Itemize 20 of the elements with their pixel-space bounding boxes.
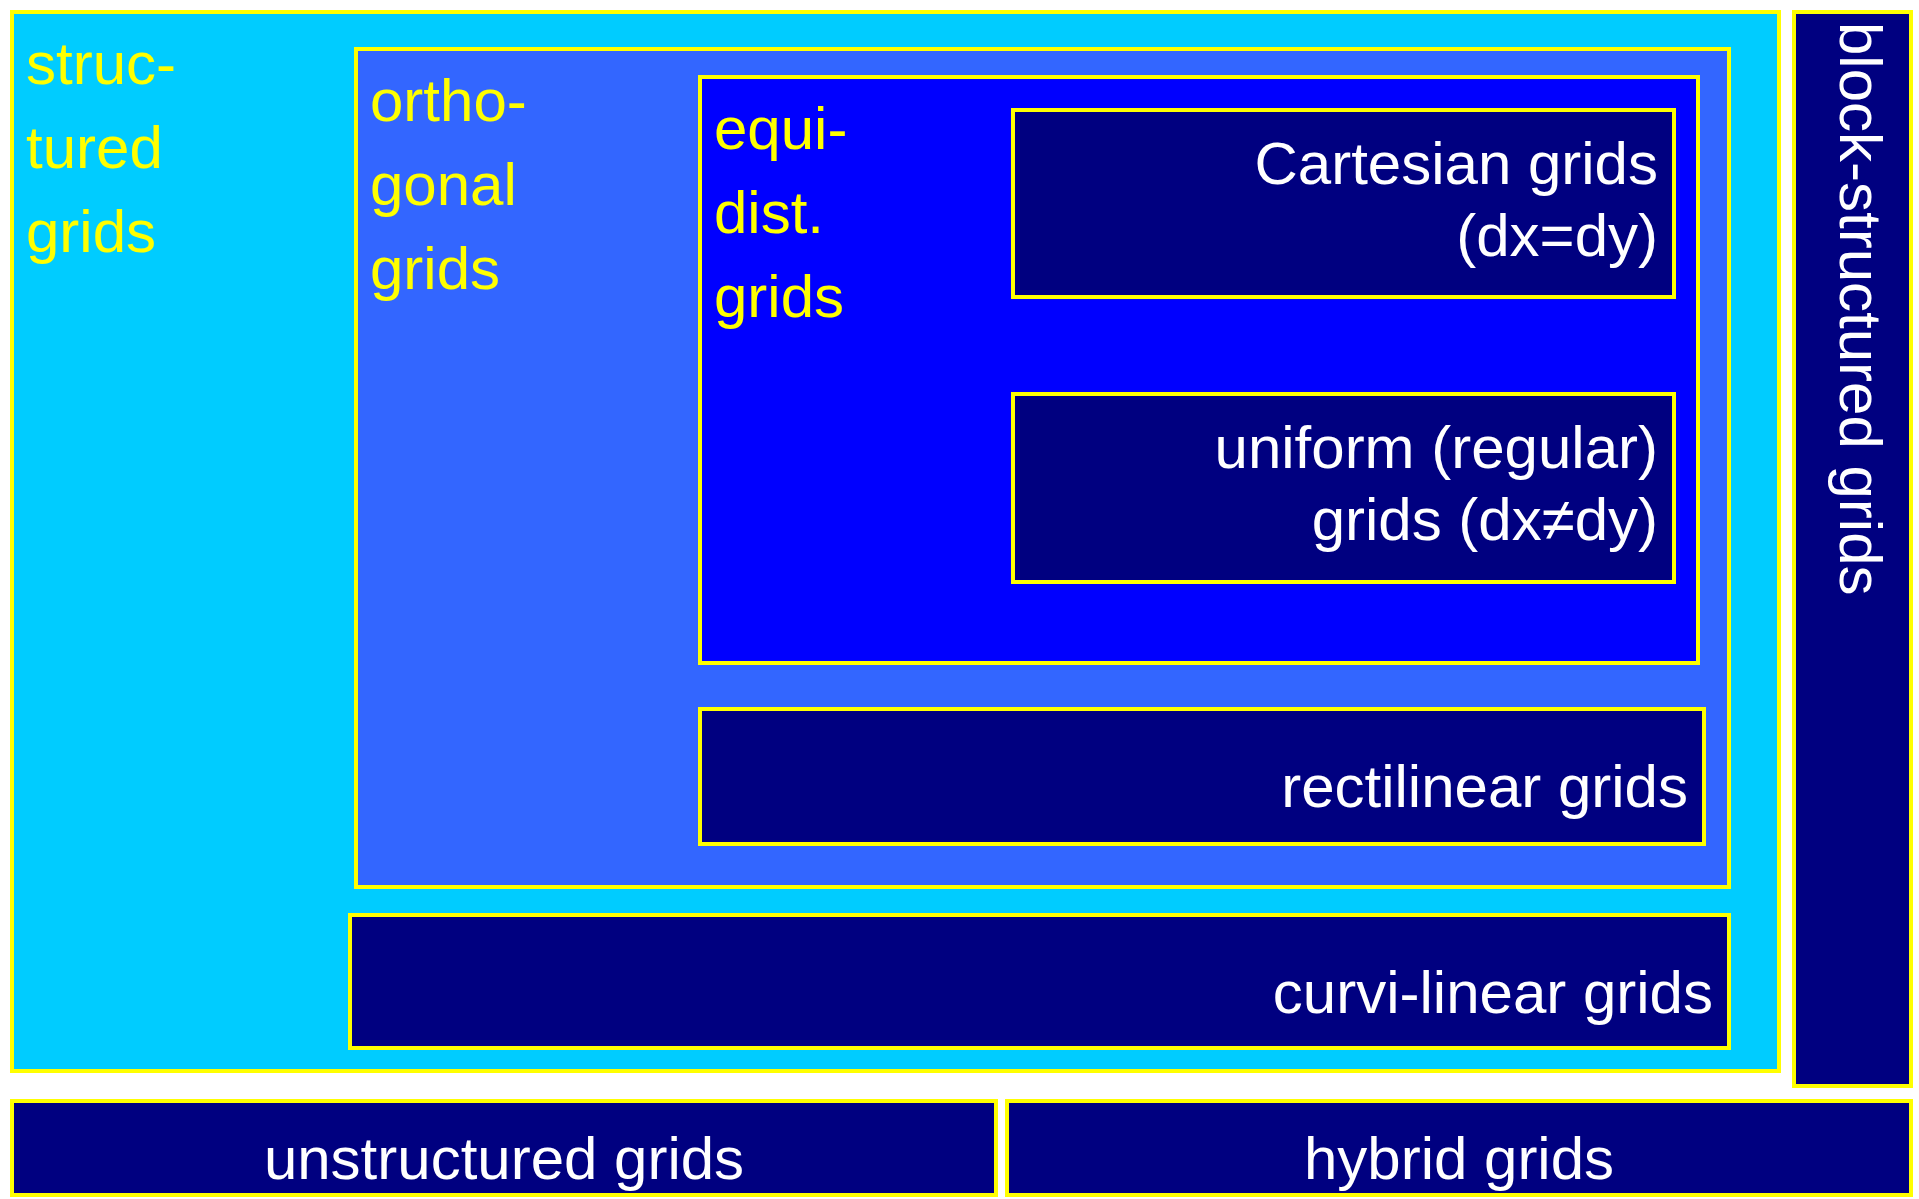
grid-type-box xyxy=(348,913,1731,1050)
grid-type-label: struc- tured grids xyxy=(26,29,177,267)
grid-type-label: block-structured grids xyxy=(1826,22,1895,596)
grid-type-label: Cartesian grids (dx=dy) xyxy=(1253,129,1658,271)
grid-type-label: uniform (regular) grids (dx≠dy) xyxy=(1213,413,1658,555)
grid-type-box xyxy=(354,47,1731,889)
grid-type-label: ortho- gonal grids xyxy=(370,66,528,304)
grid-type-label: unstructured grids xyxy=(262,1124,746,1194)
grid-type-label: equi- dist. grids xyxy=(714,94,849,332)
grid-type-box xyxy=(1011,108,1676,299)
grid-type-box xyxy=(1005,1099,1913,1197)
grid-type-box xyxy=(698,75,1700,665)
grid-type-box xyxy=(1792,10,1913,1088)
grid-type-label: rectilinear grids xyxy=(1281,752,1688,822)
grid-type-box xyxy=(10,10,1781,1073)
grid-type-box xyxy=(698,707,1706,846)
grid-type-box xyxy=(10,1099,998,1197)
grid-type-box xyxy=(1011,392,1676,584)
grid-type-label: curvi-linear grids xyxy=(1272,958,1713,1028)
grid-type-label: hybrid grids xyxy=(1302,1124,1616,1194)
